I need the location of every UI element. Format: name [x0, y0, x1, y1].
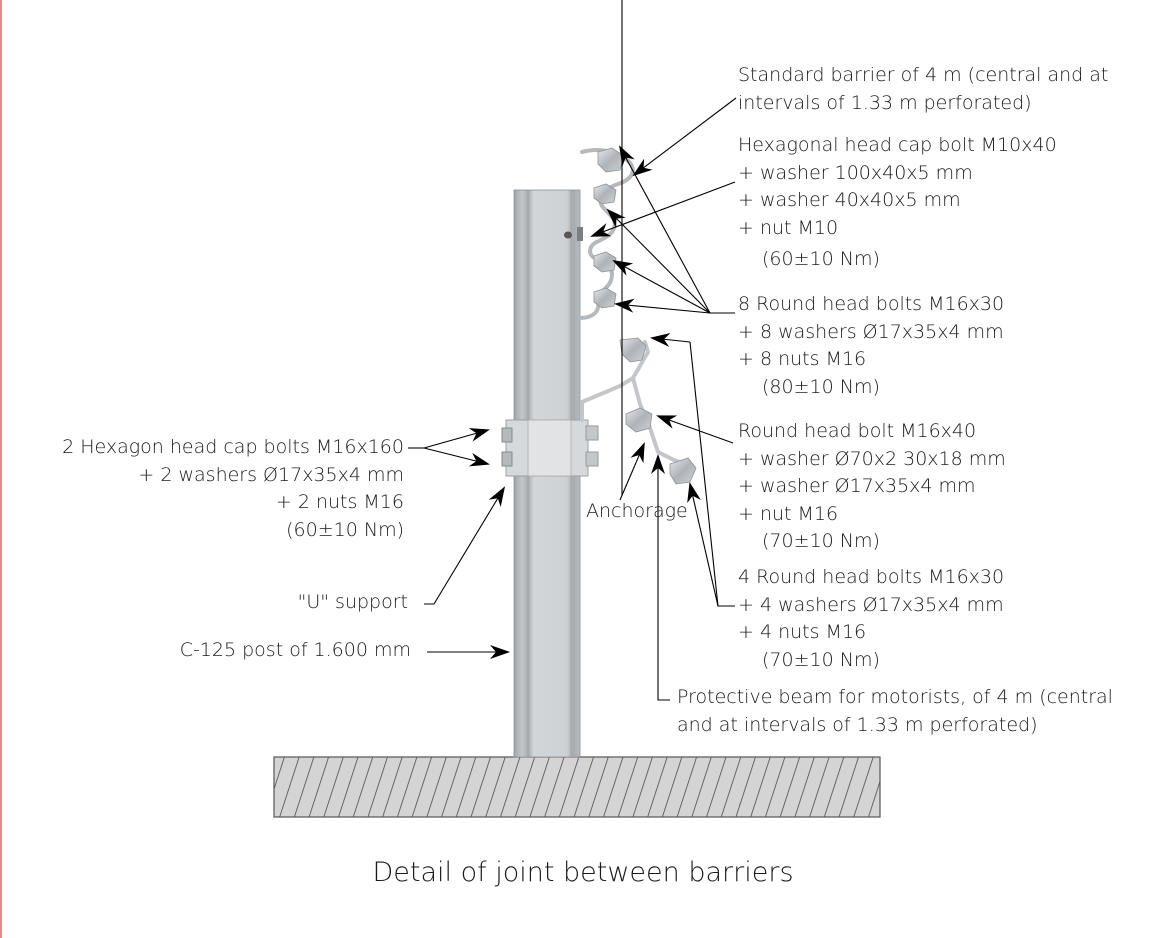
callout-round-bolt-m16x40: Round head bolt M16x40 + washer Ø70x2 30… [738, 418, 1006, 556]
page-edge-line [0, 0, 2, 938]
callout-hex-bolts-m16x160: 2 Hexagon head cap bolts M16x160 + 2 was… [62, 436, 404, 541]
figure-caption: Detail of joint between barriers [372, 857, 794, 888]
leader-lines [408, 0, 737, 701]
torque-value: (70±10 Nm) [762, 648, 880, 671]
torque-value: (70±10 Nm) [762, 530, 880, 552]
callout-hex-bolt-m10: Hexagonal head cap bolt M10x40 + washer … [738, 132, 1057, 274]
callout-standard-barrier: Standard barrier of 4 m (central and at … [738, 64, 1109, 114]
callout-u-support: "U" support [297, 591, 408, 613]
callout-round-bolts-4: 4 Round head bolts M16x30 + 4 washers Ø1… [738, 564, 1004, 674]
u-support-bracket [501, 419, 599, 477]
protective-beam-bolts [619, 337, 697, 485]
barrier-bolts [593, 147, 625, 309]
callout-anchorage: Anchorage [586, 500, 688, 522]
ground-foundation [273, 756, 881, 818]
torque-value: (60±10 Nm) [762, 248, 880, 270]
torque-value: (80±10 Nm) [762, 375, 880, 398]
callout-protective-beam: Protective beam for motorists, of 4 m (c… [677, 686, 1113, 736]
callout-round-bolts-8: 8 Round head bolts M16x30 + 8 washers Ø1… [738, 291, 1004, 401]
callout-post: C-125 post of 1.600 mm [179, 639, 411, 661]
protective-beam-profile [580, 340, 692, 468]
